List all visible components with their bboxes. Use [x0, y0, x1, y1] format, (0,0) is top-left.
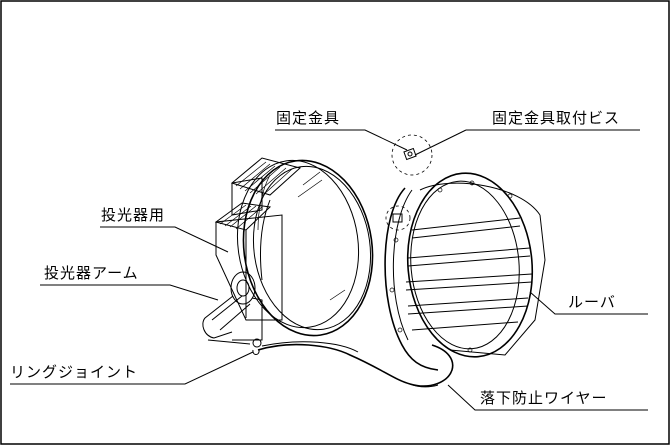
- label-floodlight: 投光器用: [101, 206, 165, 224]
- floodlight-arm-assembly: [202, 271, 263, 355]
- label-bracket: 固定金具: [276, 109, 340, 127]
- label-floodlight-arm: 投光器アーム: [44, 264, 139, 282]
- safety-wire: [257, 341, 454, 388]
- bracket-detail-circles: [385, 134, 433, 231]
- label-safety-wire: 落下防止ワイヤー: [480, 389, 608, 407]
- label-louver: ルーバ: [568, 293, 616, 311]
- floodlight-lens: [236, 159, 374, 337]
- louver-assembly: [384, 172, 546, 371]
- leader-lines: [10, 129, 648, 411]
- label-bracket-screw: 固定金具取付ビス: [492, 109, 620, 127]
- label-ring-joint: リングジョイント: [10, 363, 138, 381]
